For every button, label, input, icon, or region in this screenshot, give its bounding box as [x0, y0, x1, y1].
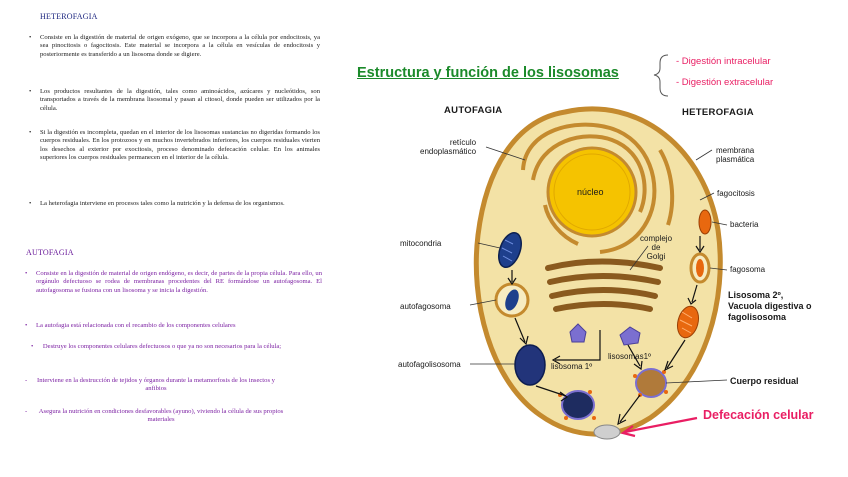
header-autofagia: AUTOFAGIA — [444, 106, 502, 115]
bacteria — [699, 210, 711, 234]
label-cuerpo-residual: Cuerpo residual — [730, 376, 799, 387]
label-fagocitosis: fagocitosis — [717, 189, 755, 198]
autophagolysosome — [515, 345, 545, 385]
label-bacteria: bacteria — [730, 220, 758, 229]
label-membrana: membrana plasmática — [716, 146, 754, 164]
brace-icon — [654, 55, 668, 96]
label-golgi: complejo de Golgi — [640, 234, 672, 261]
label-lisosoma2: Lisosoma 2º, Vacuola digestiva o fagolis… — [728, 290, 812, 323]
label-lisosoma1: lisosoma 1º — [551, 362, 592, 371]
label-nucleo: núcleo — [577, 188, 604, 197]
label-autofagolisosoma: autofagolisosoma — [398, 360, 461, 369]
label-reticulo: retículo endoplasmático — [420, 138, 476, 156]
label-mitocondria: mitocondria — [400, 239, 441, 248]
residual-body-left — [562, 391, 594, 419]
brace-item-extracelular: - Digestión extracelular — [676, 77, 773, 88]
brace-item-intracelular: - Digestión intracelular — [676, 56, 771, 67]
excreted-residue — [594, 425, 620, 439]
label-lisosomas1: lisosomas1º — [608, 352, 651, 361]
residual-body — [636, 369, 666, 397]
phagosome-content — [696, 259, 704, 277]
label-autofagosoma: autofagosoma — [400, 302, 451, 311]
header-heterofagia: HETEROFAGIA — [682, 108, 754, 117]
label-fagosoma: fagosoma — [730, 265, 765, 274]
label-defecacion: Defecación celular — [703, 408, 813, 422]
